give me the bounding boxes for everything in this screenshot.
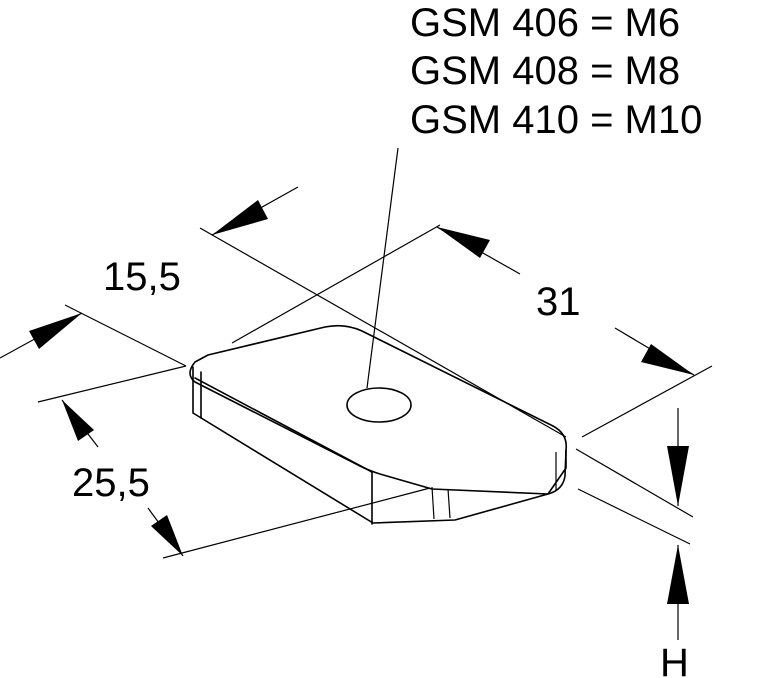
dim-side-label: 25,5 bbox=[72, 461, 150, 505]
dimension-length: 31 bbox=[436, 226, 695, 376]
dim-width-left-arrow bbox=[29, 313, 82, 349]
dimension-width-left bbox=[0, 312, 83, 359]
model-designation-block: GSM 406 = M6 GSM 408 = M8 GSM 410 = M10 bbox=[410, 1, 702, 142]
plate-edge-line-b bbox=[447, 488, 451, 519]
slot-plate bbox=[189, 324, 568, 525]
plate-front-edge-top bbox=[194, 377, 373, 473]
threaded-hole bbox=[346, 387, 412, 423]
ext-left-lower bbox=[37, 365, 187, 403]
dim-length-arrow-right bbox=[641, 344, 694, 375]
ext-right bbox=[581, 365, 713, 438]
dim-length-label: 31 bbox=[536, 280, 581, 324]
hole-leader-line bbox=[366, 147, 399, 389]
ext-left-back bbox=[231, 224, 441, 344]
ext-height-top bbox=[575, 448, 694, 518]
ext-left-top bbox=[64, 304, 187, 367]
model-line-gsm408: GSM 408 = M8 bbox=[410, 49, 680, 93]
ext-bottom bbox=[162, 487, 431, 559]
dim-height-label: H bbox=[660, 641, 689, 678]
plate-top-face bbox=[189, 324, 568, 495]
dim-side-arrow-top bbox=[62, 400, 94, 441]
plate-front-edge bbox=[192, 366, 549, 524]
extension-lines bbox=[37, 224, 713, 559]
model-line-gsm410: GSM 410 = M10 bbox=[410, 98, 702, 142]
dim-height-arrow-down bbox=[667, 446, 689, 506]
dimension-width-top: 15,5 bbox=[103, 186, 299, 299]
dimension-height: H bbox=[660, 408, 689, 678]
plate-right-edge bbox=[547, 449, 567, 495]
plate-edge-line-a bbox=[431, 486, 435, 520]
dim-width-top-arrow bbox=[212, 200, 268, 235]
dim-width-top-label: 15,5 bbox=[103, 255, 181, 299]
dimension-width-side: 25,5 bbox=[61, 399, 184, 557]
ext-top-back bbox=[199, 227, 567, 438]
dim-height-arrow-up bbox=[667, 545, 689, 604]
ext-height-bottom bbox=[577, 488, 691, 545]
model-line-gsm406: GSM 406 = M6 bbox=[410, 1, 680, 45]
dim-side-arrow-bottom bbox=[151, 515, 183, 556]
dim-length-arrow-left bbox=[437, 227, 490, 258]
